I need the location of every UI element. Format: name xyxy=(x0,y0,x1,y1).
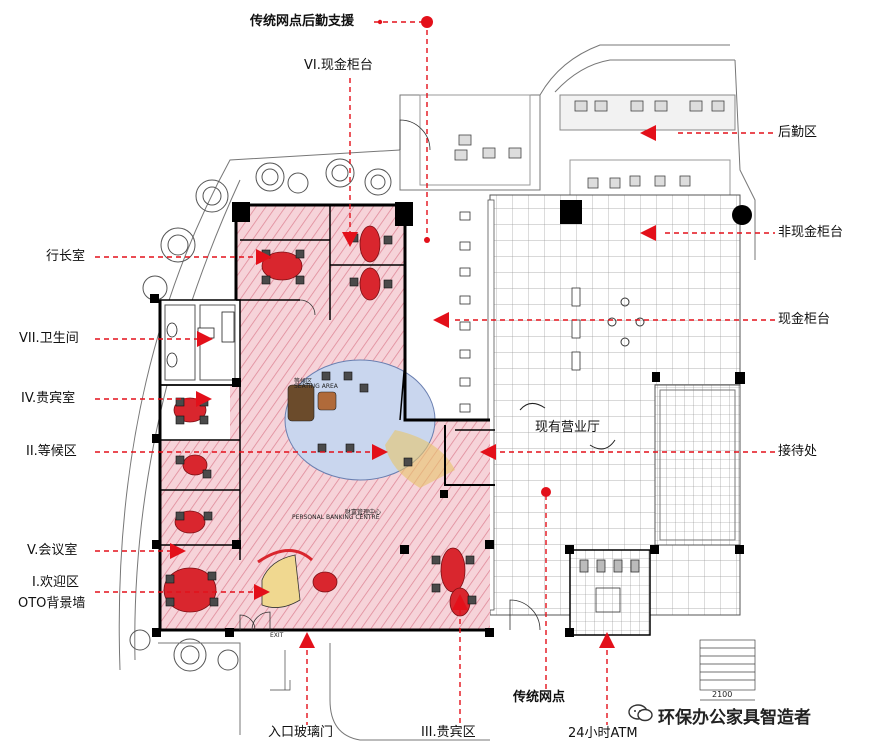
exit-label: EXIT xyxy=(270,632,284,639)
label-restroom: VII.卫生间 xyxy=(19,331,79,346)
label-entrance-door: 入口玻璃门 xyxy=(268,725,334,740)
support-desks xyxy=(454,100,725,189)
label-welcome-area: I.欢迎区 xyxy=(32,575,79,590)
seating-area-label-cn: 等候区 xyxy=(294,378,313,385)
restroom-fixtures xyxy=(166,311,235,368)
side-room xyxy=(654,384,741,546)
doors xyxy=(239,119,541,631)
annotation-arrows xyxy=(170,125,656,648)
columns xyxy=(150,200,752,637)
chairs xyxy=(165,233,477,607)
stairs xyxy=(270,639,756,701)
tree-icon xyxy=(129,158,392,672)
label-meeting-room: V.会议室 xyxy=(27,543,78,558)
label-vip-room: IV.贵宾室 xyxy=(21,391,76,406)
red-tables xyxy=(163,225,471,617)
welcome-desk xyxy=(257,549,314,608)
atm-machines xyxy=(579,559,640,613)
hall-stools xyxy=(607,297,645,347)
sofa-seating xyxy=(287,384,337,422)
label-waiting-area: II.等候区 xyxy=(26,444,77,459)
label-noncash-counter: 非现金柜台 xyxy=(778,225,844,240)
dimension-label: 2100 xyxy=(712,690,733,699)
watermark-text: 环保办公家具智造者 xyxy=(658,708,811,728)
label-vip-zone: III.贵宾区 xyxy=(421,725,476,740)
label-logistics: 后勤区 xyxy=(778,125,818,140)
seating-area-label-en: SEATING AREA xyxy=(294,383,338,390)
label-atm: 24小时ATM xyxy=(568,726,638,741)
label-support: 传统网点后勤支援 xyxy=(250,14,355,29)
annotation-dots xyxy=(377,16,551,497)
label-president-office: 行长室 xyxy=(46,249,86,264)
label-cash-counter: 现金柜台 xyxy=(778,312,831,327)
counter-chairs xyxy=(459,211,581,413)
label-oto-wall: OTO背景墙 xyxy=(18,596,86,611)
label-existing-hall: 现有营业厅 xyxy=(535,420,601,435)
annotation-lines xyxy=(95,21,775,725)
banking-centre-label-en: PERSONAL BANKING CENTRE xyxy=(292,514,380,521)
support-rooms xyxy=(399,44,756,260)
garden-area xyxy=(118,149,490,741)
banking-centre-label-cn: 财富管理中心 xyxy=(345,509,382,516)
label-reception: 接待处 xyxy=(778,444,818,459)
wechat-icon xyxy=(628,704,653,722)
circulation-arrow xyxy=(519,403,616,450)
label-cash-counter-vi: VI.现金柜台 xyxy=(304,58,373,73)
label-traditional-branch: 传统网点 xyxy=(513,690,566,705)
